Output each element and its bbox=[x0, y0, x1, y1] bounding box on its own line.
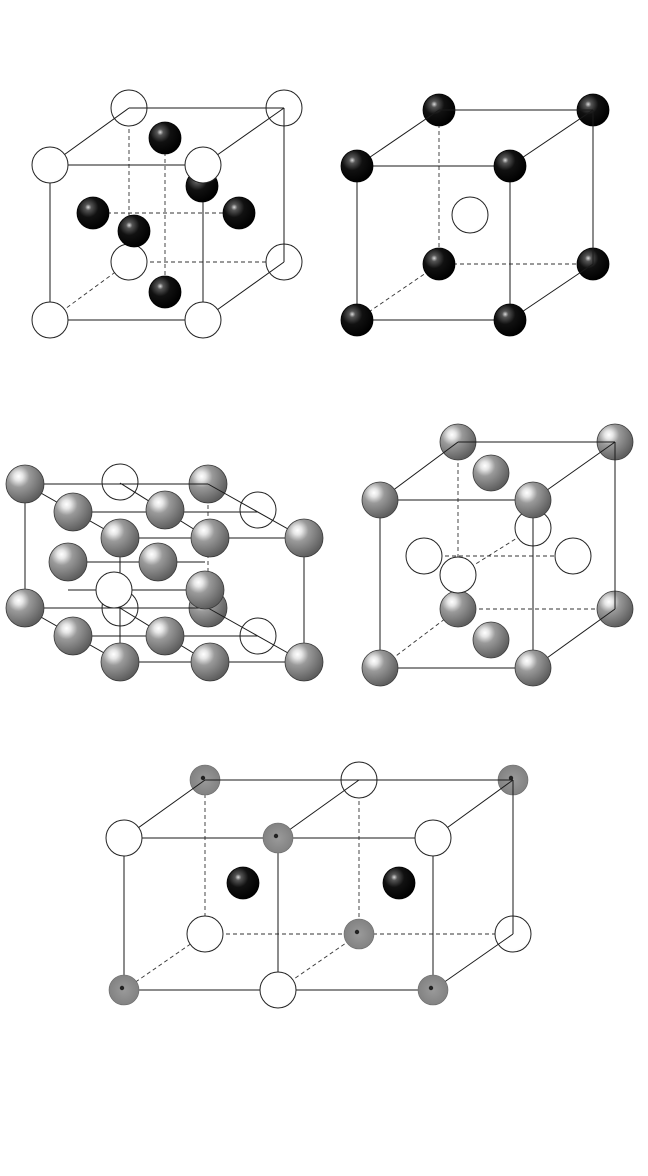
atom-dot-center bbox=[120, 986, 124, 990]
atom-white bbox=[415, 820, 451, 856]
atom-dot-gray bbox=[344, 919, 374, 949]
atom-white bbox=[32, 302, 68, 338]
atom-black bbox=[494, 150, 526, 182]
atom-dot-center bbox=[201, 776, 205, 780]
atom-gray bbox=[186, 571, 224, 609]
atom-gray bbox=[473, 622, 509, 658]
atom-gray bbox=[49, 543, 87, 581]
atom-white bbox=[555, 538, 591, 574]
atom-dot-gray bbox=[109, 975, 139, 1005]
atom-black bbox=[149, 122, 181, 154]
atom-black bbox=[341, 150, 373, 182]
atom-white bbox=[440, 557, 476, 593]
atom-white bbox=[187, 916, 223, 952]
atom-black bbox=[494, 304, 526, 336]
atom-black bbox=[118, 215, 150, 247]
atom-gray bbox=[101, 643, 139, 681]
atom-dot-gray bbox=[263, 823, 293, 853]
atom-dot-center bbox=[429, 986, 433, 990]
atom-gray bbox=[54, 493, 92, 531]
atom-black bbox=[383, 867, 415, 899]
atom-white bbox=[240, 492, 276, 528]
atom-white bbox=[185, 302, 221, 338]
atom-white bbox=[452, 197, 488, 233]
atom-gray bbox=[285, 643, 323, 681]
atom-dot-gray bbox=[418, 975, 448, 1005]
atom-black bbox=[341, 304, 373, 336]
atom-gray bbox=[139, 543, 177, 581]
atom-black bbox=[227, 867, 259, 899]
atom-gray bbox=[515, 650, 551, 686]
atom-white bbox=[406, 538, 442, 574]
atom-gray bbox=[146, 617, 184, 655]
atom-white bbox=[111, 244, 147, 280]
atom-gray bbox=[285, 519, 323, 557]
atom-black bbox=[223, 197, 255, 229]
atom-white bbox=[32, 147, 68, 183]
atom-gray bbox=[440, 591, 476, 627]
atom-black bbox=[149, 276, 181, 308]
atom-gray bbox=[6, 589, 44, 627]
atom-gray bbox=[191, 519, 229, 557]
atom-gray bbox=[6, 465, 44, 503]
atom-black bbox=[423, 248, 455, 280]
atom-gray bbox=[362, 482, 398, 518]
atom-white bbox=[96, 572, 132, 608]
atom-gray bbox=[146, 491, 184, 529]
atom-gray bbox=[473, 455, 509, 491]
atom-gray bbox=[515, 482, 551, 518]
atom-gray bbox=[191, 643, 229, 681]
atom-white bbox=[260, 972, 296, 1008]
atom-black bbox=[77, 197, 109, 229]
atom-dot-center bbox=[274, 834, 278, 838]
atom-white bbox=[106, 820, 142, 856]
atom-white bbox=[185, 147, 221, 183]
atom-gray bbox=[101, 519, 139, 557]
atom-dot-center bbox=[355, 930, 359, 934]
atom-gray bbox=[362, 650, 398, 686]
atom-gray bbox=[54, 617, 92, 655]
atom-white bbox=[102, 464, 138, 500]
